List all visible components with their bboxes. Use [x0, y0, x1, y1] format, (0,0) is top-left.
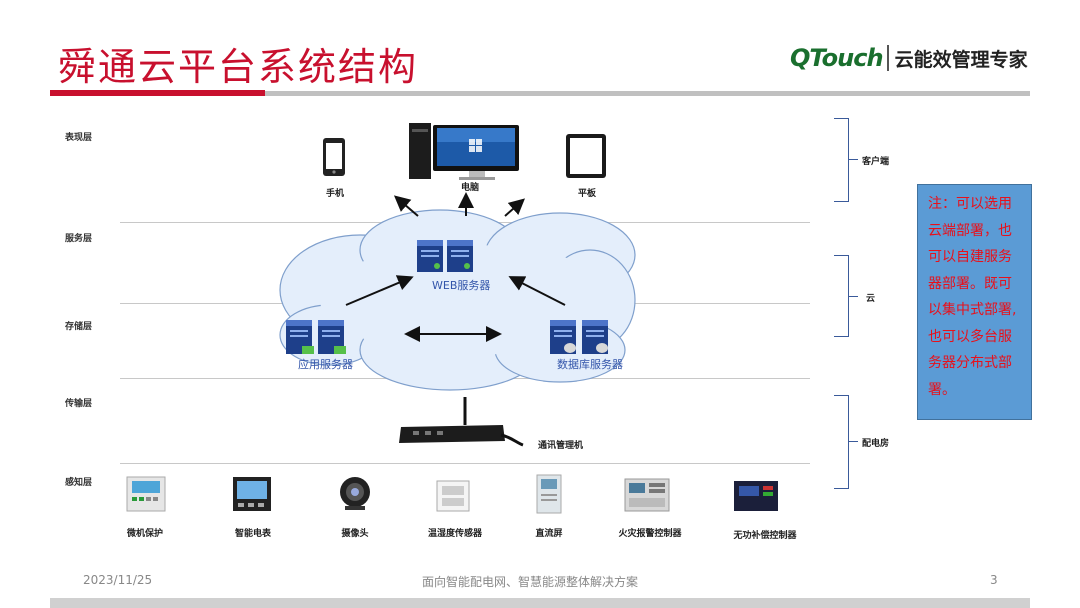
note-line: 以集中式部署, [928, 302, 1017, 318]
database-server-label: 数据库服务器 [557, 358, 623, 371]
brand-name: QTouch [790, 44, 884, 72]
fire-alarm-controller-icon [624, 478, 670, 512]
cloud-group-label: 云 [866, 294, 876, 304]
device-label: 直流屏 [535, 529, 563, 539]
layer-divider [120, 463, 810, 464]
note-line: 可以自建服务 [928, 249, 1012, 265]
tablet-icon [566, 134, 606, 178]
web-server-label: WEB服务器 [432, 279, 491, 292]
device-label: 智能电表 [234, 529, 271, 539]
note-line: 器部署。既可 [928, 275, 1012, 292]
device-label: 微机保护 [126, 529, 163, 539]
device-label: 摄像头 [341, 529, 369, 539]
deployment-note: 注：可以选用 云端部署，也 可以自建服务 器部署。既可 以集中式部署, 也可以多… [917, 184, 1032, 420]
brand-slogan: 云能效管理专家 [894, 48, 1028, 71]
footer-caption: 面向智能配电网、智慧能源整体解决方案 [422, 575, 639, 589]
relay-protection-icon [126, 476, 166, 512]
substation-group-label: 配电房 [862, 439, 890, 449]
pc-label: 电脑 [460, 183, 479, 193]
note-line: 云端部署，也 [928, 222, 1012, 239]
temp-humidity-sensor-icon [436, 480, 470, 512]
layer-label-perception: 感知层 [65, 478, 93, 488]
smart-meter-icon [233, 477, 271, 511]
note-line: 也可以多台服 [928, 328, 1012, 345]
app-server-label: 应用服务器 [298, 358, 353, 371]
database-server-icon [550, 320, 608, 354]
client-bracket [834, 118, 849, 202]
layer-label-service: 服务层 [65, 234, 93, 244]
slide-title: 舜通云平台系统结构 [58, 45, 419, 89]
phone-label: 手机 [325, 189, 344, 199]
camera-icon [340, 477, 370, 510]
device-label: 火灾报警控制器 [618, 529, 682, 539]
dc-panel-icon [536, 474, 562, 514]
app-server-icon [286, 320, 346, 354]
client-bracket-tick [848, 159, 858, 160]
gateway-device-icon [399, 397, 524, 447]
brand-logo: QTouch 云能效管理专家 [790, 44, 1028, 72]
gateway-label: 通讯管理机 [538, 441, 584, 451]
layer-label-transport: 传输层 [65, 399, 93, 409]
desktop-computer-icon [409, 123, 519, 180]
layer-label-presentation: 表现层 [65, 133, 93, 143]
phone-icon [323, 138, 345, 176]
device-label: 无功补偿控制器 [733, 531, 797, 541]
footer-bar [50, 598, 1030, 608]
client-group-label: 客户端 [862, 157, 890, 167]
layer-label-storage: 存储层 [65, 322, 93, 332]
footer-date: 2023/11/25 [83, 573, 153, 587]
reactive-power-controller-icon [734, 481, 778, 511]
note-line: 署。 [928, 381, 956, 398]
page-number: 3 [990, 573, 998, 587]
substation-bracket [834, 395, 849, 489]
title-underline-red [50, 90, 265, 96]
tablet-label: 平板 [577, 189, 596, 199]
cloud-bracket-tick [848, 296, 858, 297]
web-server-icon [417, 240, 473, 272]
device-label: 温湿度传感器 [427, 529, 482, 539]
substation-bracket-tick [848, 441, 858, 442]
title-underline-gray [265, 91, 1030, 96]
brand-divider [886, 45, 889, 71]
note-line: 注：可以选用 [928, 196, 1012, 212]
cloud-bracket [834, 255, 849, 337]
note-line: 务器分布式部 [928, 355, 1012, 371]
